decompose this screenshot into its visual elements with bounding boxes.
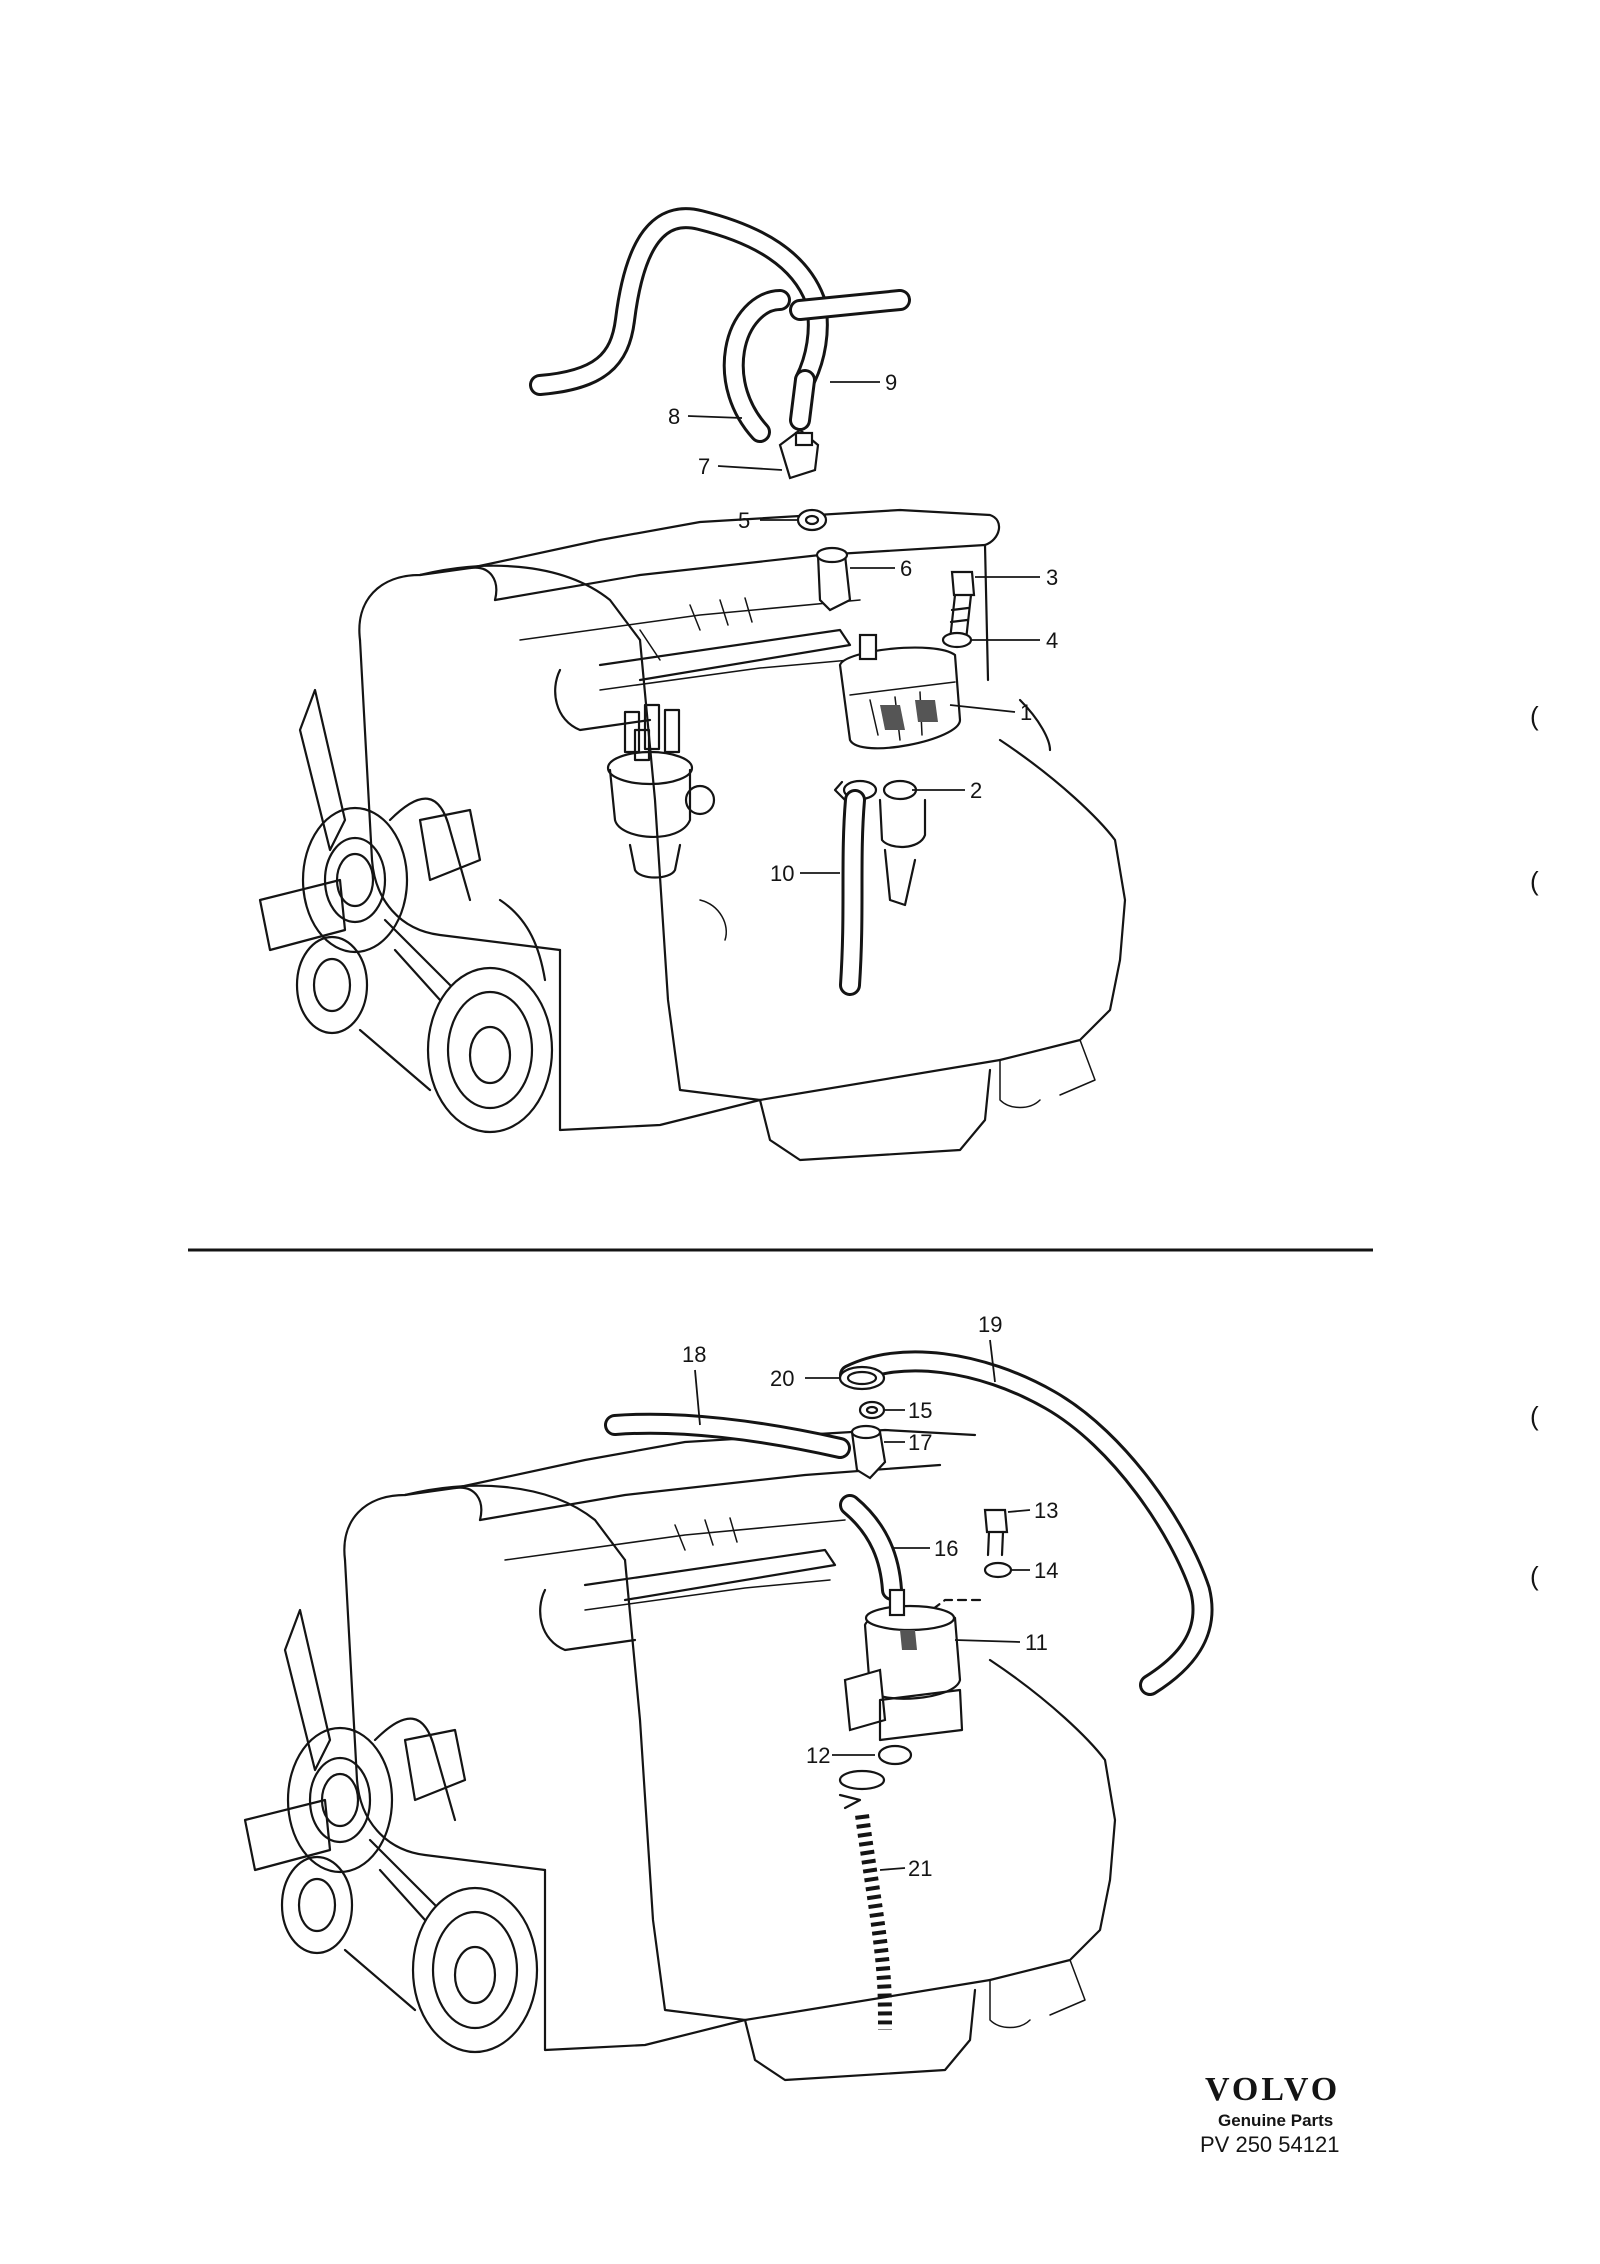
callout-19: 19 [978,1312,1002,1337]
callout-21: 21 [908,1856,932,1881]
engine-bottom [243,1428,1117,2082]
callout-5: 5 [738,508,750,533]
callout-11: 11 [1025,1630,1048,1655]
callout-20: 20 [770,1366,794,1391]
volvo-logo: VOLVO [1205,2071,1340,2108]
callout-2: 2 [970,778,982,803]
margin-marks: ( ( ( ( [1530,701,1539,1591]
callouts-top: 1 2 3 4 5 6 7 8 9 10 [668,370,1058,886]
leaders-bottom [694,1339,1031,1871]
margin-mark: ( [1530,701,1539,731]
engine-top [258,508,1127,1162]
callout-1: 1 [1020,700,1032,725]
margin-mark: ( [1530,1561,1539,1591]
callout-10: 10 [770,861,794,886]
callout-16: 16 [934,1536,958,1561]
callout-13: 13 [1034,1498,1058,1523]
callout-4: 4 [1046,628,1058,653]
callout-8: 8 [668,404,680,429]
callout-15: 15 [908,1398,932,1423]
parts-top [529,207,976,996]
parts-bottom [604,1350,1214,2031]
callouts-bottom: 11 12 13 14 15 16 17 18 19 20 21 [682,1312,1058,1881]
brand-block: VOLVO Genuine Parts PV 250 54121 [1200,2071,1340,2157]
margin-mark: ( [1530,1401,1539,1431]
callout-6: 6 [900,556,912,581]
margin-mark: ( [1530,866,1539,896]
callout-7: 7 [698,454,710,479]
diagram-code: PV 250 54121 [1200,2132,1339,2157]
callout-17: 17 [908,1430,932,1455]
callout-12: 12 [806,1743,830,1768]
callout-3: 3 [1046,565,1058,590]
callout-14: 14 [1034,1558,1058,1583]
callout-9: 9 [885,370,897,395]
callout-18: 18 [682,1342,706,1367]
leaders-top [687,381,1040,874]
brand-tagline: Genuine Parts [1218,2111,1333,2130]
